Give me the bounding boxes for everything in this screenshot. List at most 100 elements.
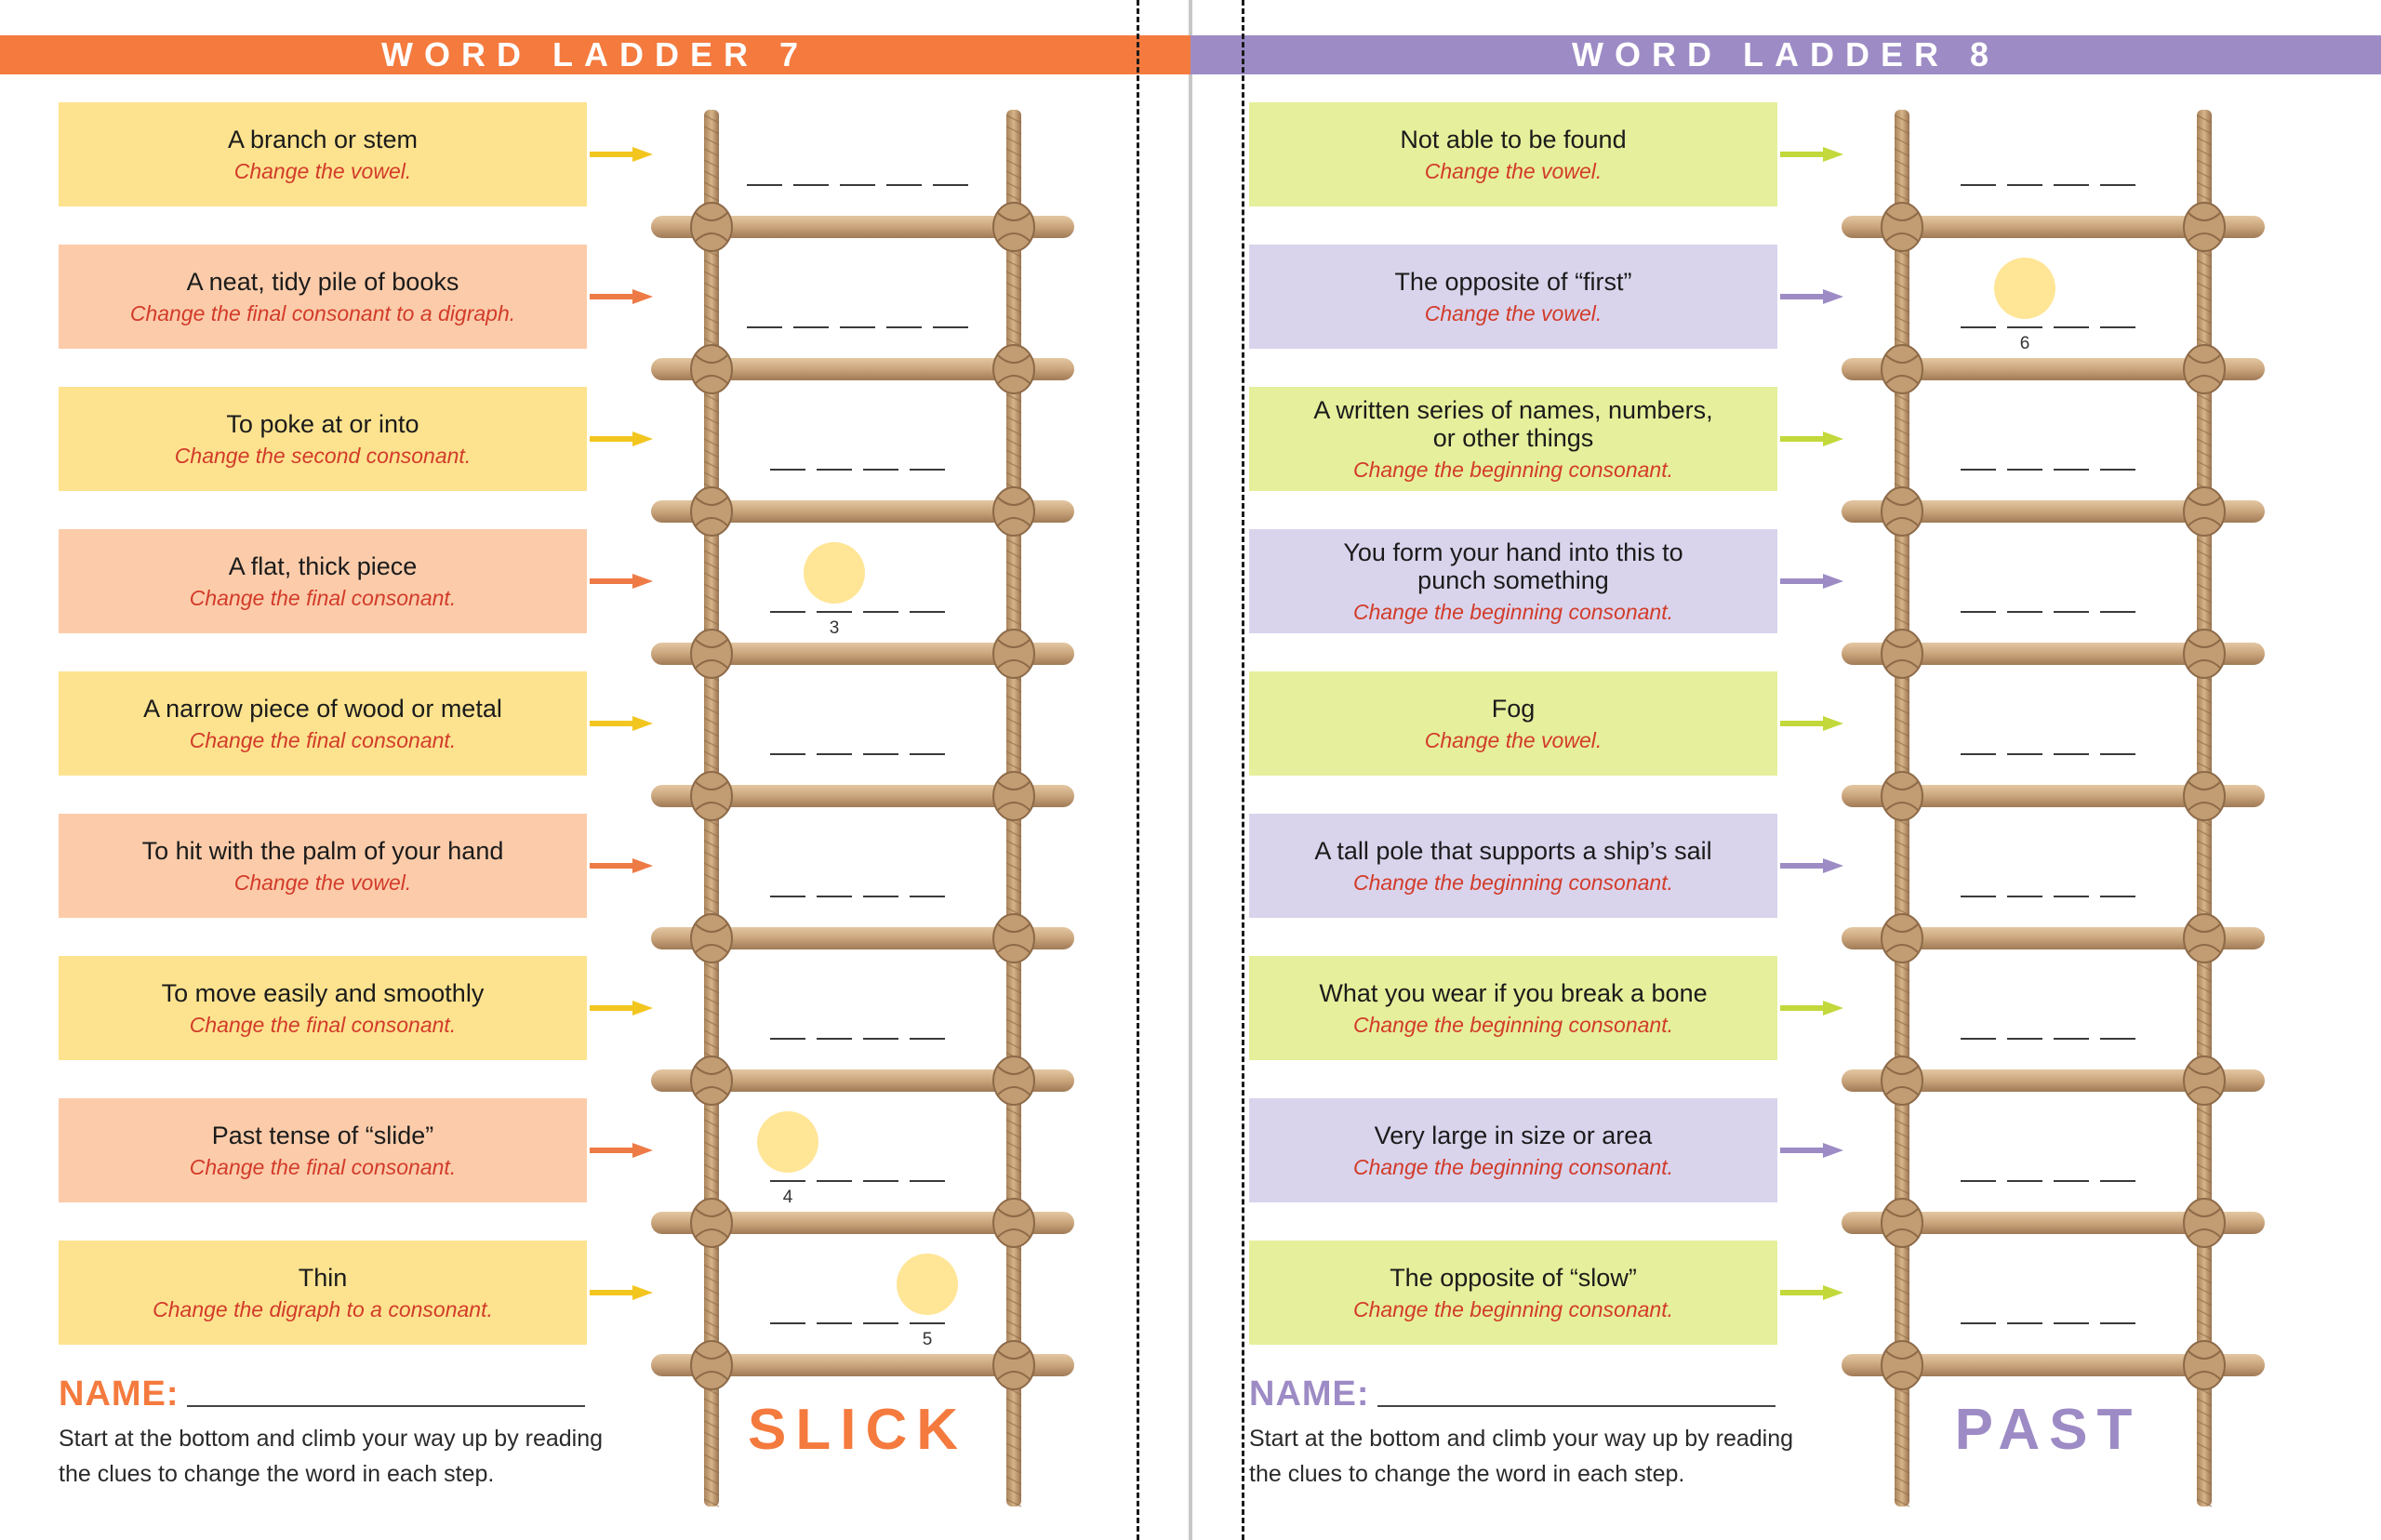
letter-blank[interactable] (863, 1322, 898, 1324)
letter-blank[interactable] (1961, 184, 1996, 186)
letter-blank[interactable] (770, 896, 805, 897)
letter-blank[interactable] (2054, 1180, 2089, 1182)
letter-blank[interactable] (910, 611, 945, 613)
name-field[interactable]: NAME: (59, 1374, 585, 1414)
letter-blank[interactable] (2100, 896, 2135, 897)
letter-blank[interactable] (2100, 611, 2135, 613)
letter-blank[interactable] (770, 1322, 805, 1324)
answer-blanks[interactable] (1961, 1038, 2135, 1040)
letter-blank[interactable] (910, 753, 945, 755)
letter-blank[interactable] (747, 326, 782, 328)
answer-blanks[interactable] (770, 1038, 945, 1040)
answer-blanks[interactable] (747, 184, 968, 186)
answer-blanks[interactable] (1961, 611, 2135, 613)
answer-blanks[interactable] (1961, 1180, 2135, 1182)
letter-blank[interactable] (2054, 184, 2089, 186)
answer-blanks[interactable]: 4 (770, 1180, 945, 1207)
letter-blank[interactable] (770, 753, 805, 755)
letter-blank[interactable] (886, 184, 922, 186)
letter-blank[interactable] (886, 326, 922, 328)
letter-blank[interactable] (1961, 611, 1996, 613)
name-label: NAME: (59, 1374, 180, 1414)
rope-knot (690, 913, 733, 963)
name-field[interactable]: NAME: (1249, 1374, 1776, 1414)
answer-blanks[interactable] (1961, 469, 2135, 471)
letter-blank[interactable] (2054, 326, 2089, 328)
letter-blank[interactable] (2100, 469, 2135, 471)
answer-blanks[interactable] (770, 753, 945, 755)
letter-blank[interactable] (863, 1180, 898, 1182)
letter-blank[interactable] (817, 1180, 852, 1182)
letter-blank[interactable] (1961, 1322, 1996, 1324)
letter-blank[interactable] (2007, 184, 2042, 186)
letter-blank[interactable] (863, 1038, 898, 1040)
clue-hint: Change the final consonant. (189, 727, 457, 752)
letter-blank[interactable] (1961, 1038, 1996, 1040)
letter-blank[interactable] (2007, 1180, 2042, 1182)
answer-blanks[interactable]: 6 (1961, 326, 2135, 353)
letter-blank[interactable] (910, 1180, 945, 1182)
letter-blank[interactable] (2100, 1322, 2135, 1324)
letter-blank[interactable] (1961, 753, 1996, 755)
letter-blank[interactable] (817, 469, 852, 471)
letter-blank[interactable] (817, 753, 852, 755)
letter-blank[interactable] (1961, 896, 1996, 897)
letter-blank[interactable] (793, 184, 829, 186)
letter-blank[interactable] (1961, 326, 1996, 328)
letter-blank[interactable] (933, 184, 968, 186)
letter-blank[interactable] (863, 469, 898, 471)
letter-blank[interactable] (2100, 753, 2135, 755)
letter-blank[interactable] (863, 753, 898, 755)
letter-blank[interactable]: 5 (910, 1322, 945, 1349)
letter-blank[interactable] (770, 1038, 805, 1040)
answer-blanks[interactable] (1961, 1322, 2135, 1324)
answer-blanks[interactable] (1961, 896, 2135, 897)
letter-blank[interactable] (2054, 1038, 2089, 1040)
letter-blank[interactable] (2100, 326, 2135, 328)
letter-blank[interactable] (1961, 1180, 1996, 1182)
letter-blank[interactable] (910, 469, 945, 471)
letter-blank[interactable] (2100, 1180, 2135, 1182)
answer-blanks[interactable] (1961, 753, 2135, 755)
answer-blanks[interactable] (770, 469, 945, 471)
letter-blank[interactable] (2054, 896, 2089, 897)
letter-blank[interactable] (2007, 1322, 2042, 1324)
letter-blank[interactable] (2100, 1038, 2135, 1040)
letter-blank[interactable]: 6 (2007, 326, 2042, 353)
letter-blank[interactable] (2100, 184, 2135, 186)
letter-blank[interactable] (1961, 469, 1996, 471)
letter-blank[interactable] (863, 896, 898, 897)
letter-blank[interactable] (2054, 469, 2089, 471)
letter-blank[interactable] (2007, 753, 2042, 755)
name-line[interactable] (1377, 1405, 1776, 1407)
letter-blank[interactable] (2007, 1038, 2042, 1040)
letter-blank[interactable] (910, 1038, 945, 1040)
letter-blank[interactable] (840, 184, 875, 186)
letter-blank[interactable] (770, 469, 805, 471)
answer-blanks[interactable] (1961, 184, 2135, 186)
letter-blank[interactable] (2007, 469, 2042, 471)
letter-blank[interactable] (2007, 896, 2042, 897)
letter-blank[interactable] (2007, 611, 2042, 613)
letter-blank[interactable] (933, 326, 968, 328)
letter-blank[interactable]: 4 (770, 1180, 805, 1207)
letter-blank[interactable] (910, 896, 945, 897)
letter-blank[interactable] (817, 1038, 852, 1040)
letter-blank[interactable] (817, 1322, 852, 1324)
letter-blank[interactable] (747, 184, 782, 186)
answer-blanks[interactable] (747, 326, 968, 328)
letter-blank[interactable] (840, 326, 875, 328)
name-line[interactable] (186, 1405, 585, 1407)
letter-blank[interactable] (863, 611, 898, 613)
ladder-rung (651, 1354, 1074, 1376)
answer-blanks[interactable]: 3 (770, 611, 945, 638)
letter-blank[interactable]: 3 (817, 611, 852, 638)
letter-blank[interactable] (817, 896, 852, 897)
answer-blanks[interactable]: 5 (770, 1322, 945, 1349)
letter-blank[interactable] (2054, 753, 2089, 755)
letter-blank[interactable] (2054, 1322, 2089, 1324)
answer-blanks[interactable] (770, 896, 945, 897)
letter-blank[interactable] (770, 611, 805, 613)
letter-blank[interactable] (793, 326, 829, 328)
letter-blank[interactable] (2054, 611, 2089, 613)
